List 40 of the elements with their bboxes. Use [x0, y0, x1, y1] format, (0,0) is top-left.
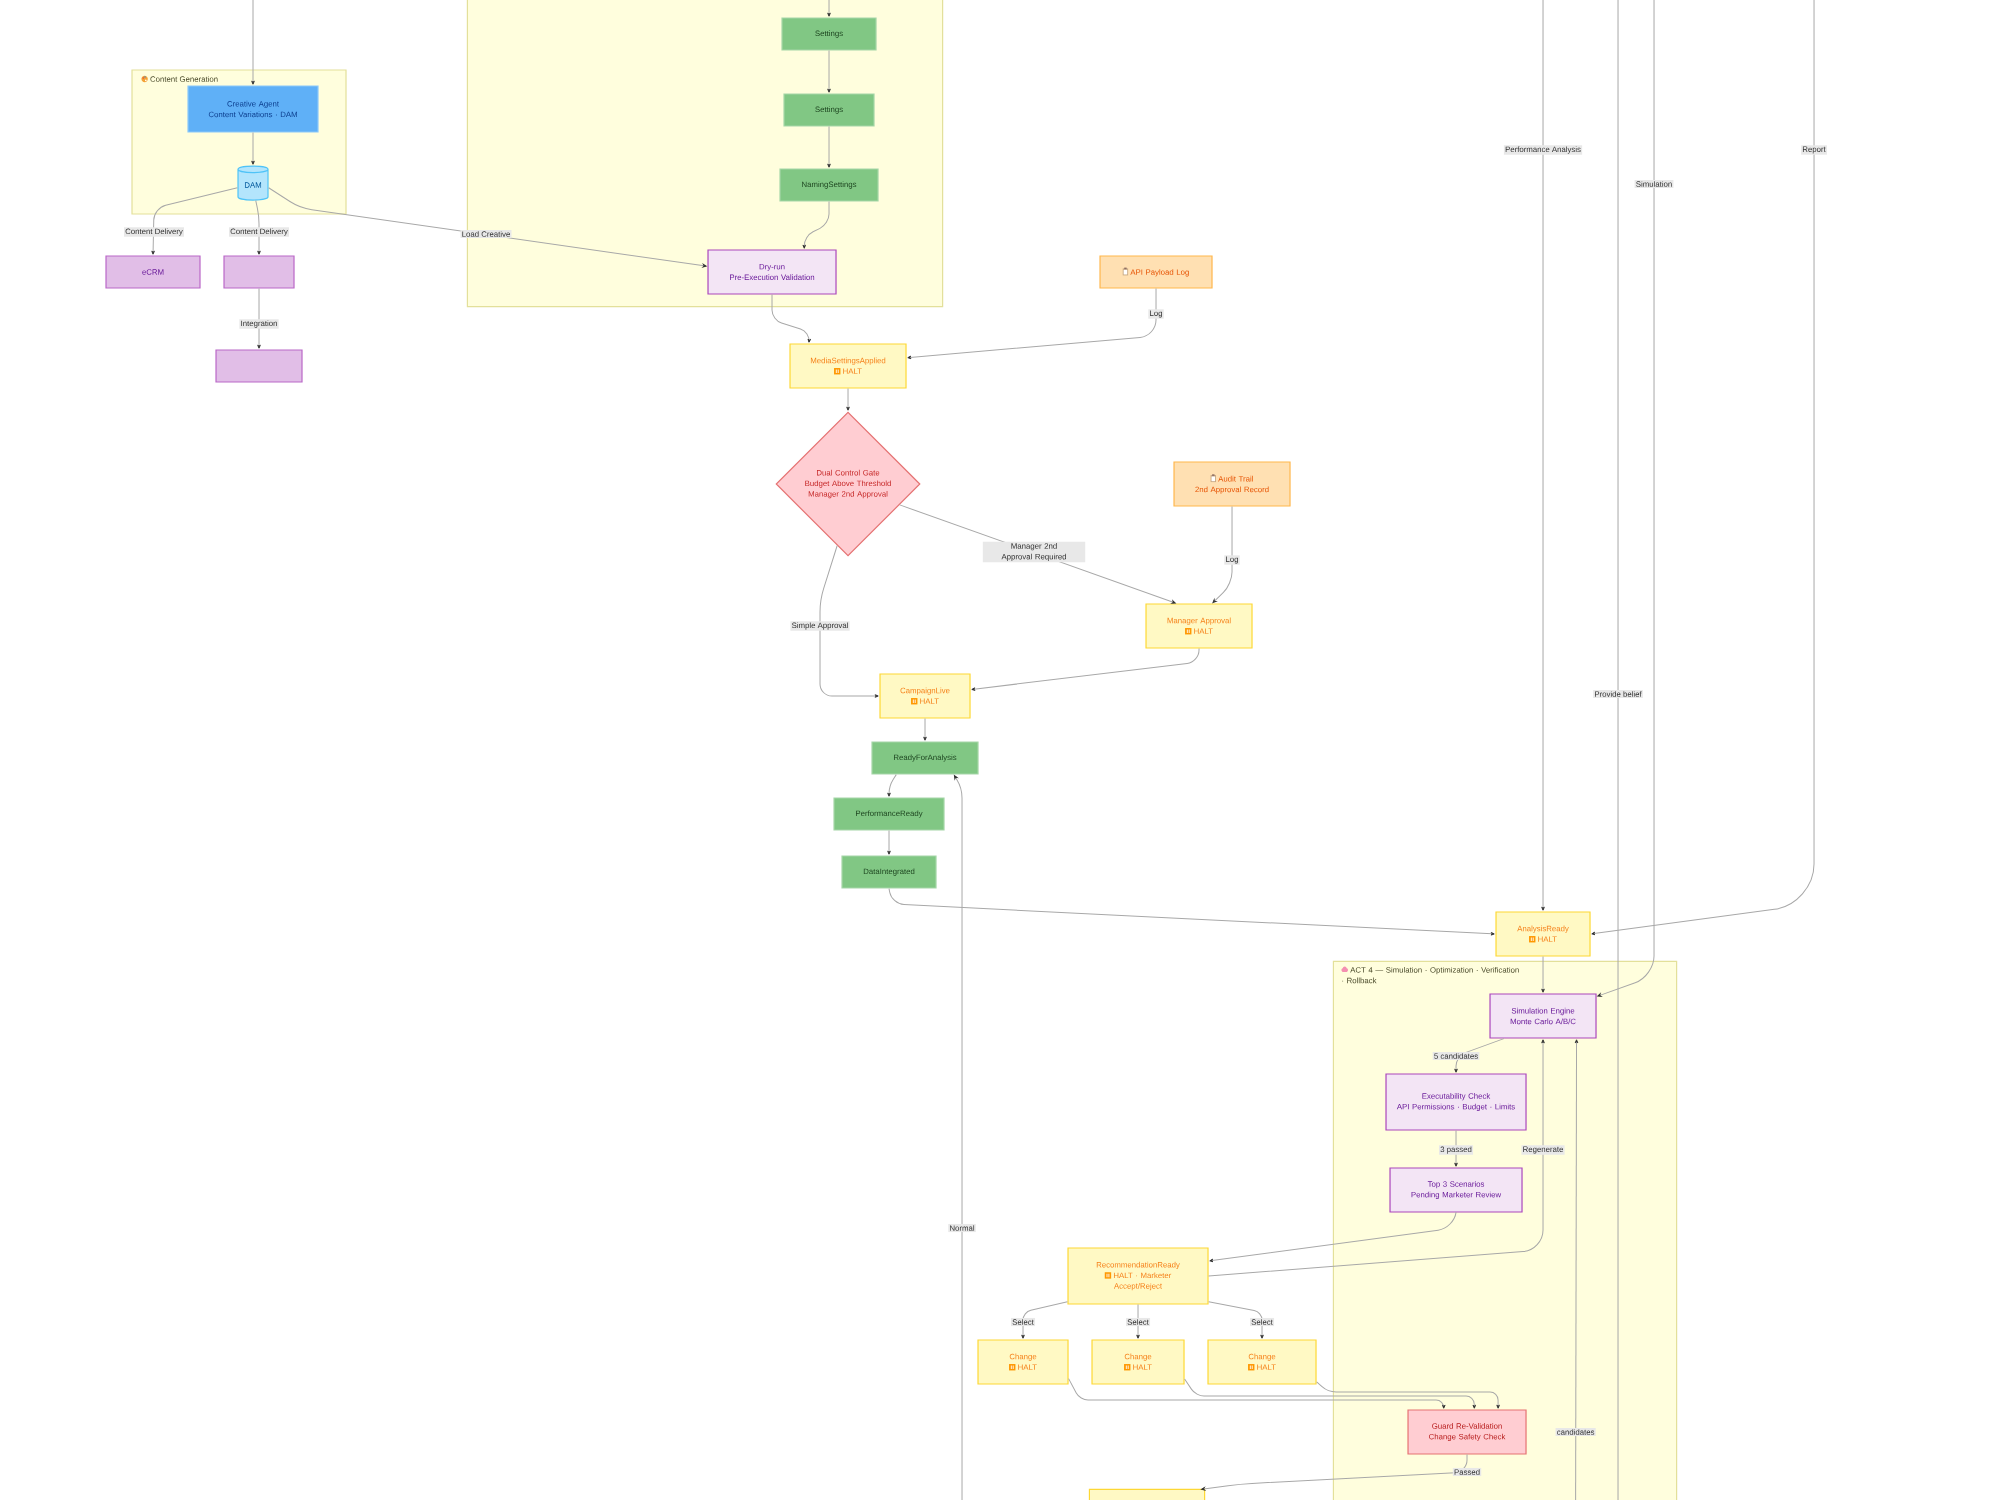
arrow [1597, 0, 1655, 997]
arrow [819, 545, 879, 698]
arrow [827, 0, 831, 17]
arrow [888, 888, 1495, 936]
arrow [1212, 506, 1233, 604]
arrow [1541, 0, 1545, 911]
arrow [268, 187, 707, 268]
arrow [1208, 1301, 1264, 1339]
arrow [771, 294, 812, 343]
arrow [255, 200, 261, 255]
arrow [1591, 0, 1815, 936]
arrow [1184, 1378, 1476, 1409]
arrow [802, 201, 830, 249]
arrow [971, 648, 1200, 691]
arrow [907, 288, 1157, 360]
process-box [215, 349, 303, 383]
arrow [1209, 1211, 1457, 1263]
arrow [1068, 1378, 1446, 1409]
arrow [827, 126, 831, 168]
arrow [1316, 1381, 1500, 1409]
state-box [1088, 1488, 1206, 1500]
arrow [1454, 1038, 1505, 1073]
arrow [251, 132, 255, 165]
arrow [923, 718, 927, 741]
arrow [1201, 1454, 1468, 1491]
arrow [953, 775, 963, 1500]
arrow [257, 288, 261, 349]
arrow [887, 774, 897, 797]
arrow [1136, 1304, 1140, 1339]
process-box [223, 255, 295, 289]
arrow [1541, 956, 1545, 993]
arrow [887, 830, 891, 855]
arrow [251, 0, 255, 85]
arrow [846, 388, 850, 411]
arrow [1574, 1039, 1579, 1500]
arrow [1208, 1039, 1545, 1277]
arrow [151, 187, 238, 255]
arrow [1021, 1301, 1068, 1339]
arrow [1454, 1130, 1458, 1167]
arrow [827, 50, 831, 93]
